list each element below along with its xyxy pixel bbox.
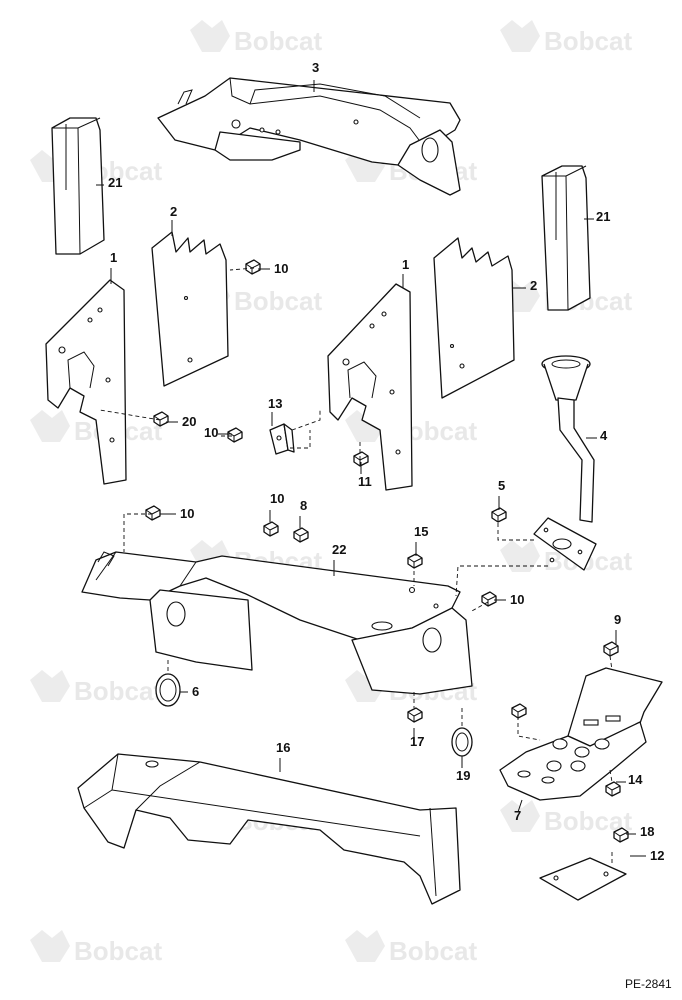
callout-label: 21 [596, 209, 610, 224]
watermark-text: Bobcat [544, 26, 632, 56]
part-2-right-plate [433, 237, 515, 399]
bobcat-watermark: Bobcat [30, 930, 162, 966]
callout-leader [517, 799, 523, 813]
part-21-right-pad [541, 165, 591, 311]
callout-label: 12 [650, 848, 664, 863]
assembly-lines [99, 267, 613, 864]
bolt [511, 703, 527, 719]
watermark-text: Bobcat [234, 286, 322, 316]
bobcat-watermark: Bobcat [190, 20, 322, 56]
callout-label: 20 [182, 414, 196, 429]
watermark-text: Bobcat [389, 936, 477, 966]
watermark-text: Bobcat [234, 26, 322, 56]
bolt [263, 521, 279, 537]
callout-label: 11 [358, 474, 372, 489]
bobcat-watermark: Bobcat [500, 20, 632, 56]
bolt [227, 427, 243, 443]
callout-label: 13 [268, 396, 282, 411]
bolt [153, 411, 169, 427]
callout-leaders [96, 80, 646, 857]
bolt [603, 641, 619, 657]
part-7-pedal-bracket [499, 667, 663, 801]
callout-label: 1 [402, 257, 409, 272]
callout-label: 6 [192, 684, 199, 699]
bolt [407, 707, 423, 723]
watermark-text: Bobcat [74, 936, 162, 966]
callout-label: 5 [498, 478, 505, 493]
watermark-text: Bobcat [74, 676, 162, 706]
callout-label: 18 [640, 824, 654, 839]
part-19-grommet [451, 727, 473, 757]
part-22-main-frame [81, 551, 473, 695]
callout-label: 2 [170, 204, 177, 219]
part-3-top-frame [157, 77, 461, 196]
part-16-bottom-frame [77, 753, 461, 905]
callout-label: 14 [628, 772, 643, 787]
bobcat-watermark: Bobcat [345, 930, 477, 966]
callout-label: 15 [414, 524, 428, 539]
callout-label: 22 [332, 542, 346, 557]
bolt [145, 505, 161, 521]
callout-label: 10 [510, 592, 524, 607]
bolt [491, 507, 507, 523]
bolt [613, 827, 629, 843]
callout-label: 19 [456, 768, 470, 783]
part-1-right-panel [327, 283, 413, 491]
callout-label: 10 [204, 425, 218, 440]
callout-label: 10 [274, 261, 288, 276]
part-4-filler-neck [533, 355, 597, 571]
bolt [245, 259, 261, 275]
part-1-left-panel [45, 279, 127, 485]
part-2-left-plate [151, 231, 229, 387]
callout-label: 3 [312, 60, 319, 75]
part-6-grommet [155, 673, 181, 707]
callout-label: 17 [410, 734, 424, 749]
callout-label: 4 [600, 428, 608, 443]
bolt [353, 451, 369, 467]
part-12-cover-plate [539, 857, 627, 901]
fasteners [145, 259, 629, 843]
callout-label: 2 [530, 278, 537, 293]
part-21-left-pad [51, 117, 105, 255]
bobcat-watermark: Bobcat [30, 670, 162, 706]
callout-label: 7 [514, 808, 521, 823]
callout-label: 9 [614, 612, 621, 627]
callout-label: 8 [300, 498, 307, 513]
callout-label: 10 [180, 506, 194, 521]
callout-label: 16 [276, 740, 290, 755]
diagram-code: PE-2841 [625, 977, 672, 991]
bolt [407, 553, 423, 569]
callout-label: 10 [270, 491, 284, 506]
bolt [293, 527, 309, 543]
callout-label: 1 [110, 250, 117, 265]
bolt [605, 781, 621, 797]
bolt [481, 591, 497, 607]
part-13-bracket [269, 423, 295, 455]
callout-label: 21 [108, 175, 122, 190]
